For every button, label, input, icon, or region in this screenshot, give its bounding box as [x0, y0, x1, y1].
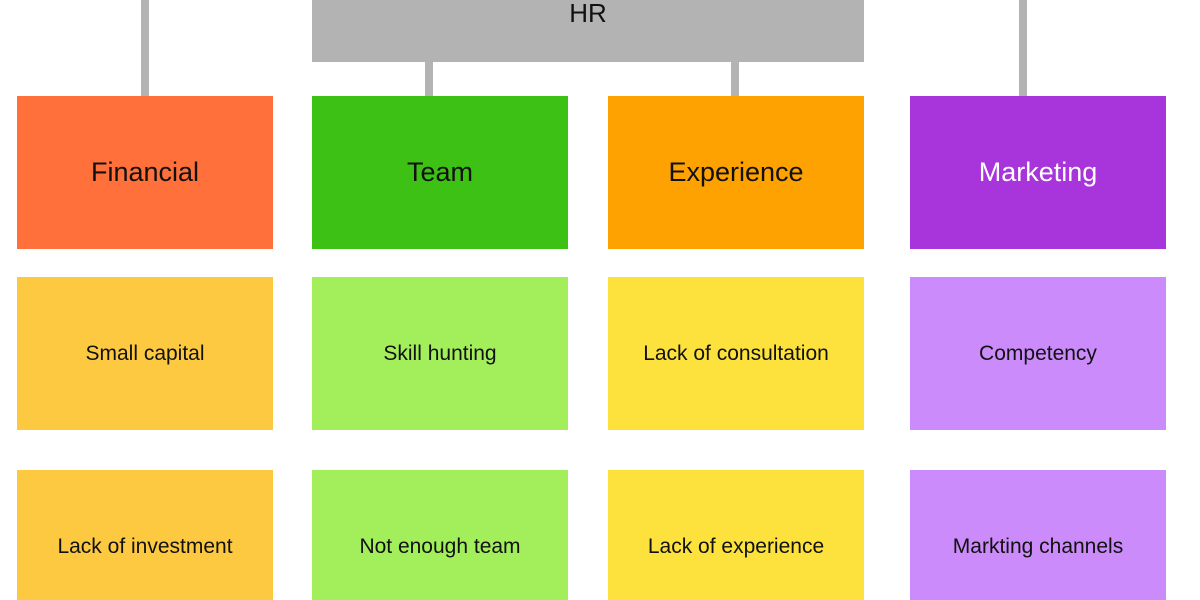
item-label: Lack of experience [647, 534, 825, 558]
item-label: Skill hunting [383, 341, 497, 365]
item-label: Markting channels [952, 534, 1124, 558]
connector-marketing [1019, 0, 1027, 96]
item-lack-of-consultation: Lack of consultation [608, 277, 864, 430]
item-lack-of-investment: Lack of investment [17, 470, 273, 600]
item-label: Small capital [85, 341, 205, 365]
category-experience-label: Experience [668, 157, 804, 187]
category-marketing: Marketing [910, 96, 1166, 249]
item-label: Competency [979, 341, 1097, 365]
item-lack-of-experience: Lack of experience [608, 470, 864, 600]
item-competency: Competency [910, 277, 1166, 430]
item-label: Lack of investment [57, 534, 233, 558]
category-financial-label: Financial [90, 157, 200, 187]
hr-node: HR [312, 0, 864, 62]
connector-financial [141, 0, 149, 96]
item-skill-hunting: Skill hunting [312, 277, 568, 430]
item-label: Lack of consultation [643, 341, 829, 365]
category-experience: Experience [608, 96, 864, 249]
item-not-enough-team: Not enough team [312, 470, 568, 600]
item-markting-channels: Markting channels [910, 470, 1166, 600]
item-small-capital: Small capital [17, 277, 273, 430]
category-marketing-label: Marketing [978, 157, 1098, 187]
item-label: Not enough team [359, 534, 521, 558]
connector-experience [731, 60, 739, 96]
category-team-label: Team [406, 157, 474, 187]
hr-label: HR [569, 0, 607, 28]
category-financial: Financial [17, 96, 273, 249]
category-team: Team [312, 96, 568, 249]
connector-team [425, 60, 433, 96]
